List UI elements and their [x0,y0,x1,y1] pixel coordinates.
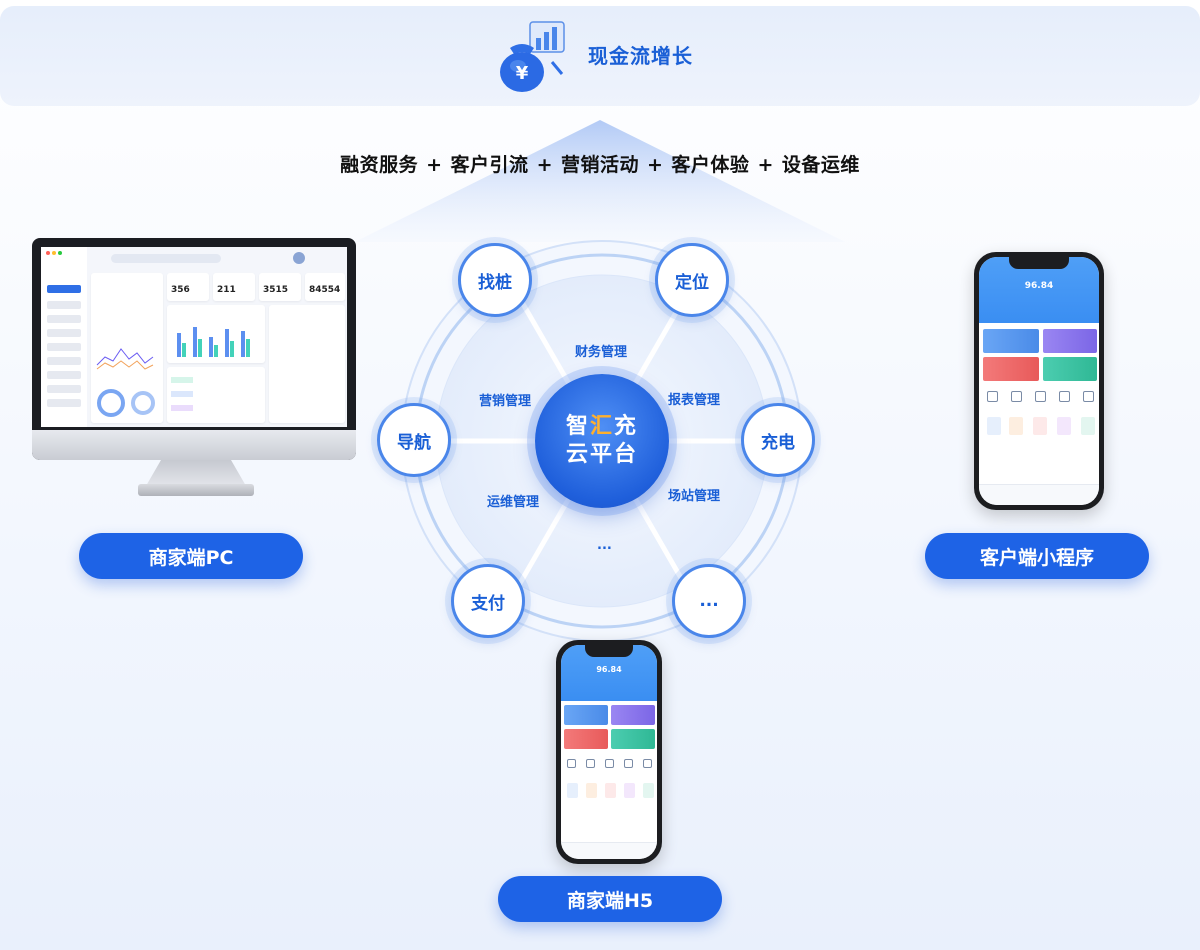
pc-stat-value: 3515 [263,285,289,295]
pc-client-label: 商家端PC [79,533,303,579]
plus-sign: + [536,154,553,176]
pc-sidebar [41,247,87,427]
plus-sign: + [757,154,774,176]
pc-monitor-mockup: 356 211 3515 84554 [32,238,356,460]
plus-sign: + [426,154,443,176]
svg-text:¥: ¥ [516,63,529,84]
segment-finance: 财务管理 [575,345,628,360]
formula-item: 营销活动 [560,154,639,176]
pc-bar-chart [167,305,265,363]
segment-reports: 报表管理 [668,393,721,408]
h5-client-label: 商家端H5 [498,876,722,922]
formula-item: 客户引流 [450,154,529,176]
pc-search-bar [111,254,221,263]
formula-item: 设备运维 [781,154,860,176]
pc-right-list [269,305,345,423]
core-title-line1: 智汇充 [565,414,639,439]
node-find-pile: 找桩 [458,243,532,317]
segment-station: 场站管理 [668,489,721,504]
pc-left-panel [91,273,163,423]
node-charging: 充电 [741,403,815,477]
segment-ops: 运维管理 [487,495,540,510]
balance-value: 96.84 [1024,281,1054,291]
node-location: 定位 [655,243,729,317]
h5-screen: 96.84 [561,645,657,859]
plus-sign: + [647,154,664,176]
mini-program-client-label: 客户端小程序 [925,533,1149,579]
mini-program-screen: 96.84 [979,257,1099,505]
monitor-base [138,484,254,496]
pc-stat-value: 211 [217,285,236,295]
node-navigation: 导航 [377,403,451,477]
avatar [293,252,305,264]
monitor-neck [146,460,246,486]
formula-item: 融资服务 [340,154,419,176]
pc-dashboard-screen: 356 211 3515 84554 [41,247,347,427]
h5-phone-mockup: 96.84 [556,640,662,864]
pc-stat-value: 356 [171,285,190,295]
service-formula: 融资服务 + 客户引流 + 营销活动 + 客户体验 + 设备运维 [0,150,1200,177]
segment-more: ... [597,538,612,553]
segment-marketing: 营销管理 [479,394,532,409]
formula-item: 客户体验 [671,154,750,176]
money-bag-chart-icon: ¥ [500,21,565,92]
monitor-chin [32,430,356,460]
mini-program-phone-mockup: 96.84 [974,252,1104,510]
node-payment: 支付 [451,564,525,638]
top-banner [0,6,1200,106]
core-title-line2: 云平台 [565,442,638,467]
core-platform: 智汇充 云平台 [535,374,669,508]
pc-stat-value: 84554 [309,285,341,295]
balance-value: 96.84 [596,665,622,674]
banner-title: 现金流增长 [588,44,693,68]
pc-product-table [167,367,265,423]
node-more: ... [672,564,746,638]
